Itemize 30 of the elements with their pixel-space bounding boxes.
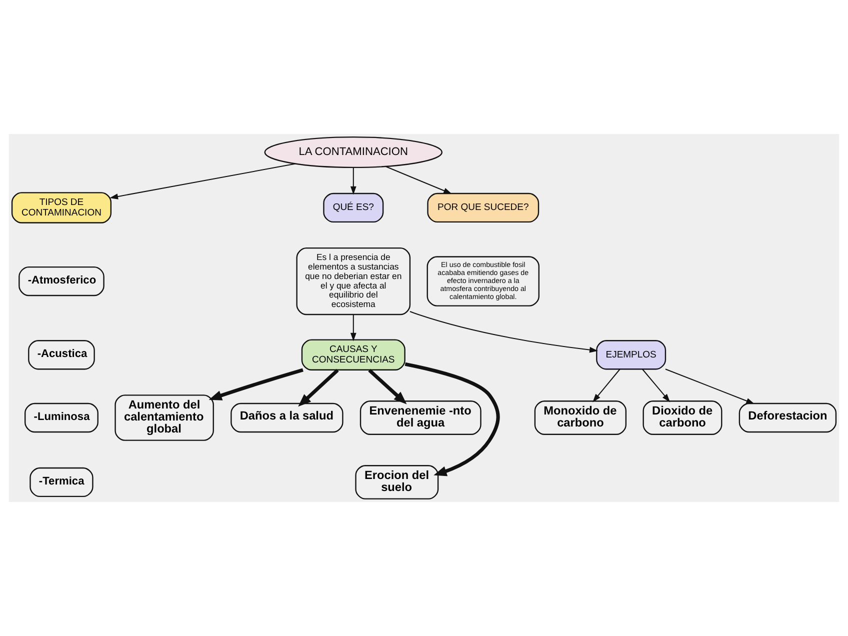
node-box: Es l a presencia de elementos a sustancias que no deberian estar en el y que afecta al equilibrio del ecosistema [296,247,411,316]
node-box: -Luminosa [24,402,98,433]
arrow [350,314,356,342]
arrow [592,368,620,402]
node-box: Monoxido de carbono [534,400,627,435]
node-box: QUÉ ES? [323,192,384,223]
node-box: Daños a la salud [230,402,344,433]
arrow [665,368,755,404]
node-box: Envenenemie -nto del agua [360,400,482,435]
arrow [404,362,500,476]
arrow [385,166,452,194]
arrow [208,368,304,400]
arrow [642,368,670,402]
node-box: Aumento del calentamiento global [114,394,214,441]
node-box: Erocion del suelo [355,465,439,500]
node-box: TIPOS DE CONTAMINACION [11,192,112,224]
arrow [410,311,598,353]
arrow [350,168,356,195]
arrow [368,368,407,404]
node-box: -Termica [30,467,94,498]
node-box: -Acustica [28,340,95,370]
node-box: Deforestacion [738,402,837,433]
arrow [298,368,339,407]
node-box: EJEMPLOS [596,340,666,370]
arrow [110,163,296,200]
node-ellipse: LA CONTAMINACION [264,136,443,168]
node-box: CAUSAS Y CONSECUENCIAS [301,339,406,370]
node-box: -Atmosferico [18,266,104,296]
node-box: POR QUE SUCEDE? [427,192,540,223]
node-box: Dioxido de carbono [642,400,722,435]
